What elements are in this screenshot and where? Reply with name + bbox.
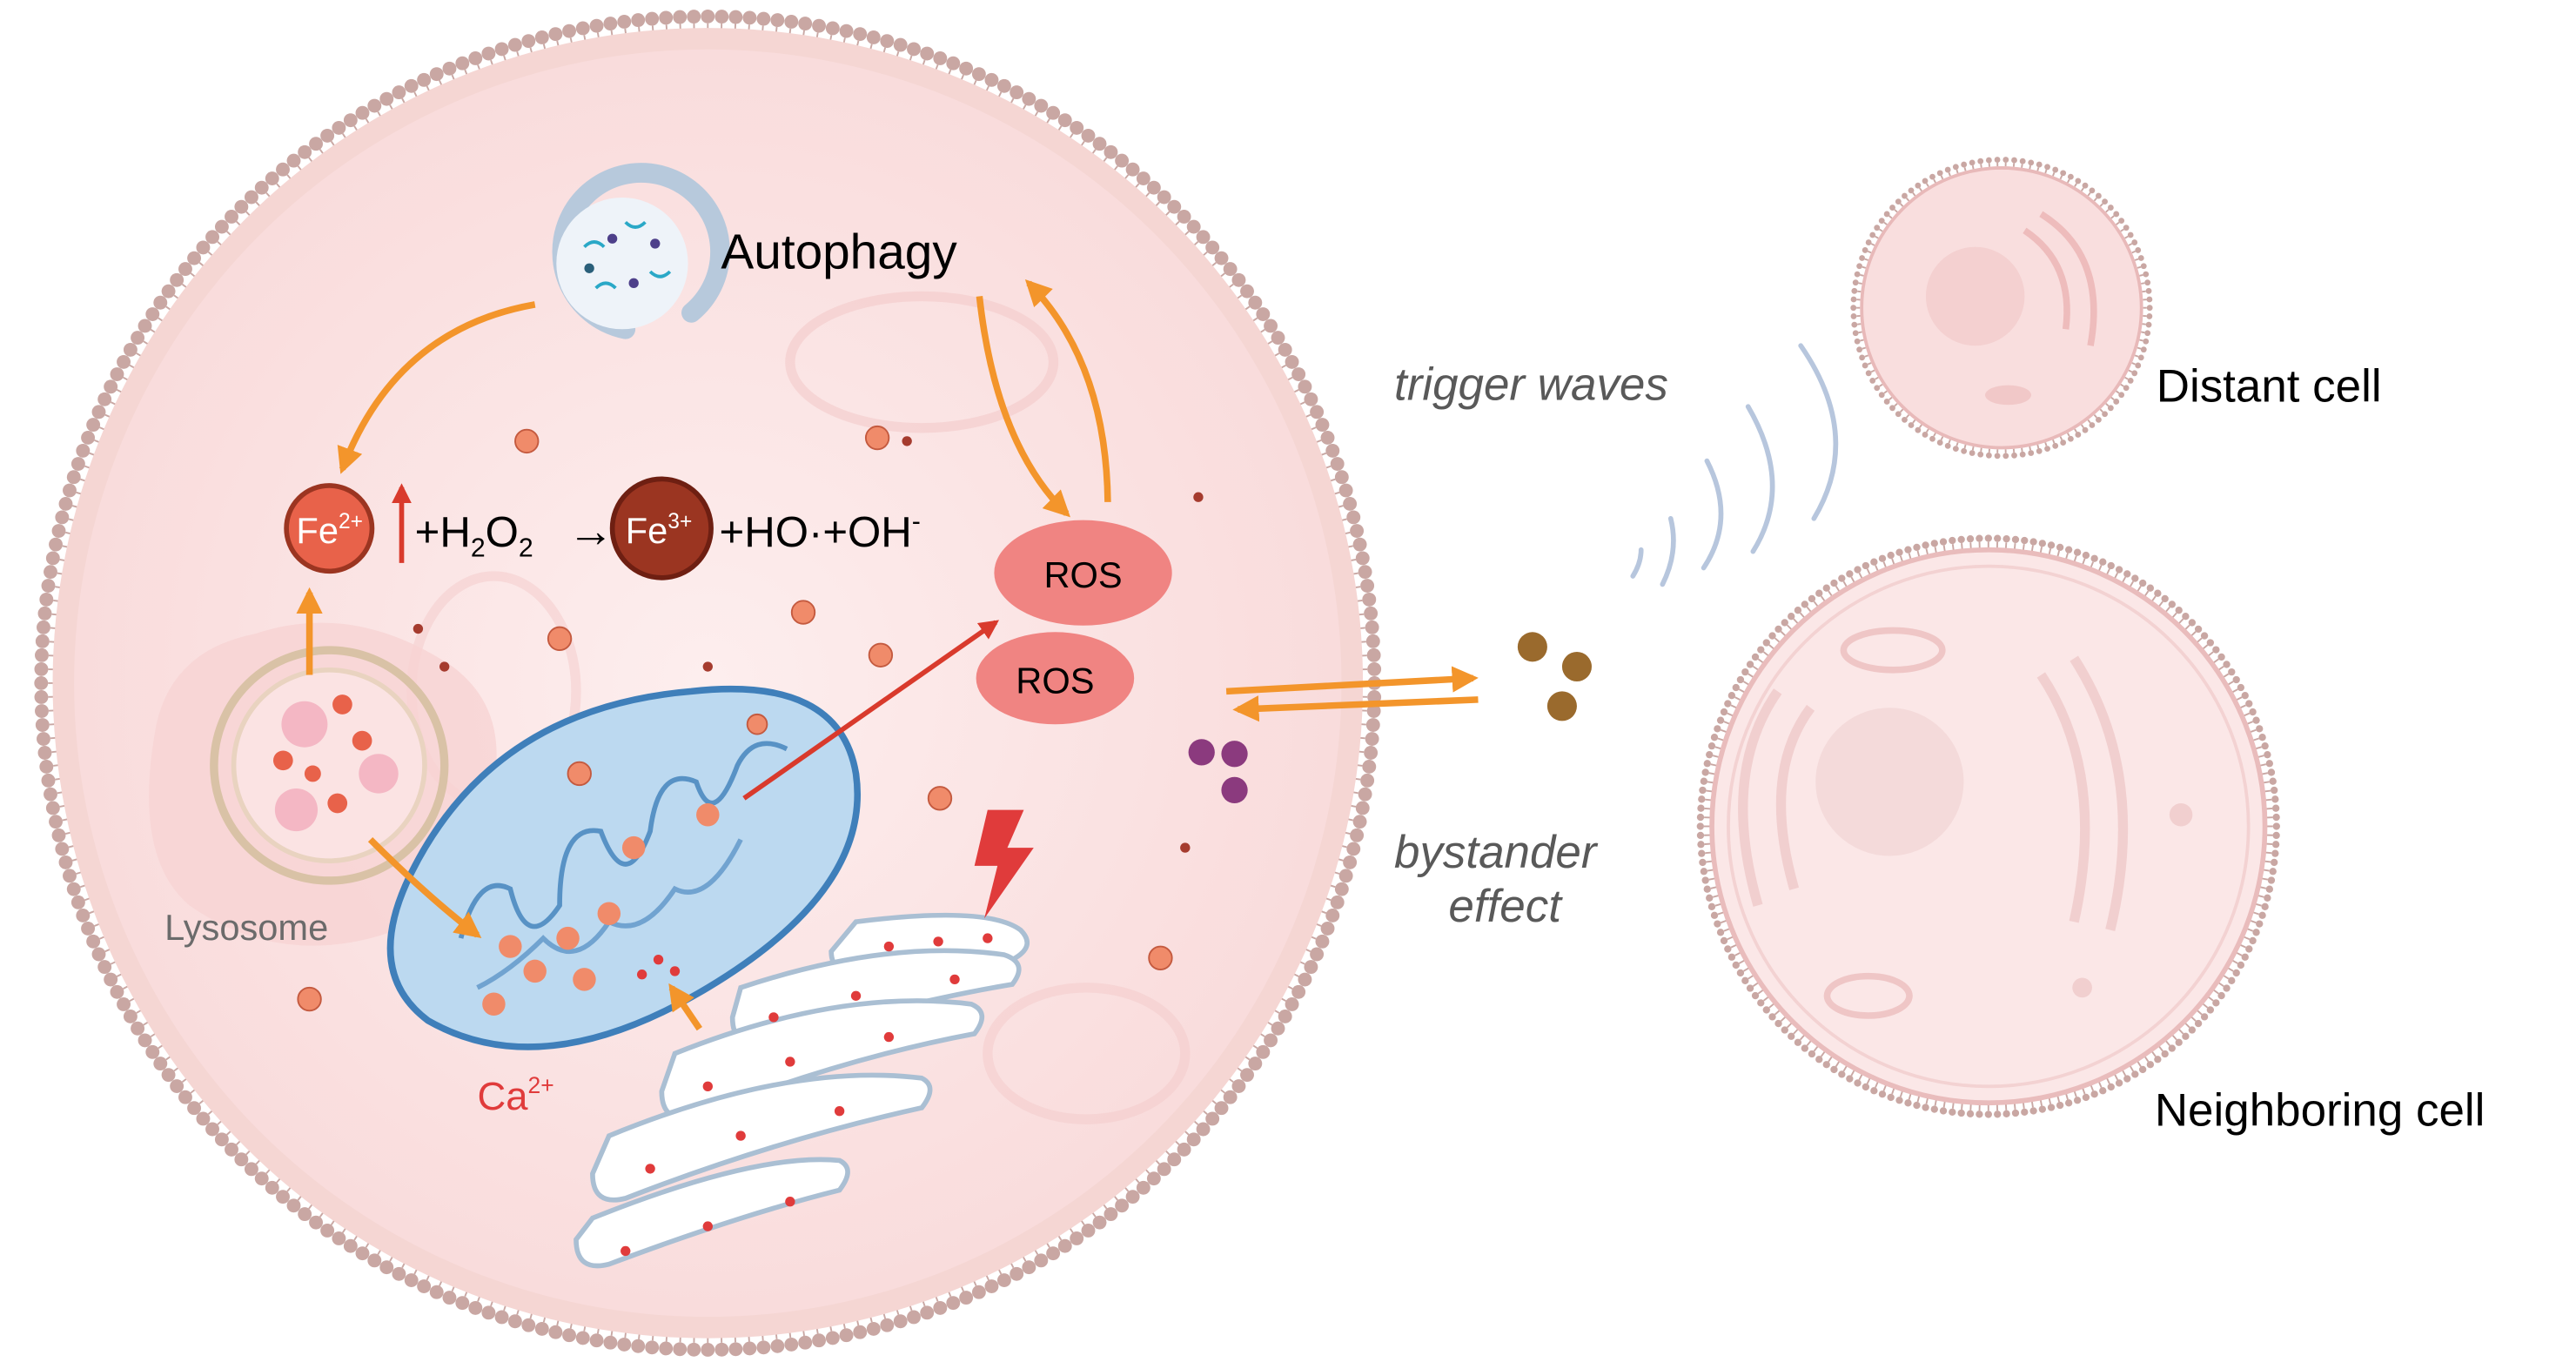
er-calcium-dots: [621, 933, 993, 1257]
fe3-ion: Fe3+: [609, 476, 714, 580]
neighboring-cell-label: Neighboring cell: [2155, 1085, 2485, 1137]
mito-to-ros-arrow: [742, 620, 1000, 801]
lysosome: Lysosome: [149, 622, 497, 948]
ros-to-autophagy-arrow: [1024, 278, 1111, 502]
autophagy-to-ros-arrow: [976, 296, 1070, 518]
neighbor-membrane-dots-beads: [1696, 534, 2280, 1118]
fe2-ion: Fe2+: [284, 483, 375, 574]
reaction-products: +HO·+OH-: [720, 507, 921, 556]
ca-label: Ca2+: [478, 1072, 554, 1118]
lysosome-label: Lysosome: [164, 907, 328, 948]
endoplasmic-reticulum: [574, 912, 1030, 1269]
fe2-label: Fe2+: [296, 510, 363, 551]
ros-blob-1: ROS: [994, 520, 1172, 626]
iron-particles: [297, 425, 1173, 1012]
brown-particles: [1517, 632, 1592, 721]
trigger-waves-label: trigger waves: [1394, 359, 1668, 411]
er-to-mito-arrow: [668, 983, 702, 1031]
distant-cell-label: Distant cell: [2157, 361, 2382, 413]
lightning-icon: [974, 809, 1034, 919]
lysosome-to-mito-arrow: [367, 836, 482, 938]
autophagosome: [552, 163, 730, 339]
fe3-label: Fe3+: [626, 510, 693, 551]
bystander-label-line2: effect: [1448, 881, 1563, 932]
autophagy-label: Autophagy: [721, 225, 957, 279]
neighboring-cell: [1709, 547, 2268, 1106]
ros-label-1: ROS: [1043, 554, 1122, 595]
out-to-bystander-arrow: [1225, 666, 1479, 695]
ros-blob-2: ROS: [976, 632, 1135, 725]
pathway-arrows: [296, 278, 1479, 1031]
small-red-dots: [413, 436, 1204, 853]
autophagy-to-fe-arrow: [337, 301, 536, 474]
bystander-label-line1: bystander: [1394, 827, 1599, 878]
purple-particles: [1188, 739, 1248, 804]
reaction-arrow: →: [568, 506, 614, 557]
trigger-wave-arcs: [1630, 343, 1839, 587]
h2o2-term: +H2O2: [415, 508, 533, 562]
bystander-to-cell-arrow: [1232, 695, 1479, 722]
distant-membrane-dots-beads: [1850, 157, 2153, 460]
main-cell: [52, 28, 1364, 1339]
distant-cell: [1860, 166, 2143, 450]
ros-label-2: ROS: [1016, 660, 1094, 701]
mitochondrion: [386, 685, 861, 1050]
